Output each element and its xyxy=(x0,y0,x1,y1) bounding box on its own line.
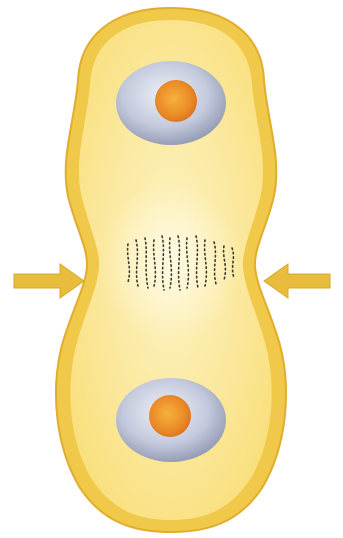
lower-nucleus xyxy=(116,378,226,462)
upper-nucleus xyxy=(116,61,226,145)
left-pointing-arrow-icon xyxy=(264,264,330,298)
right-pointing-arrow-icon xyxy=(14,264,84,298)
nucleolus xyxy=(155,80,197,122)
nucleolus xyxy=(149,395,191,437)
